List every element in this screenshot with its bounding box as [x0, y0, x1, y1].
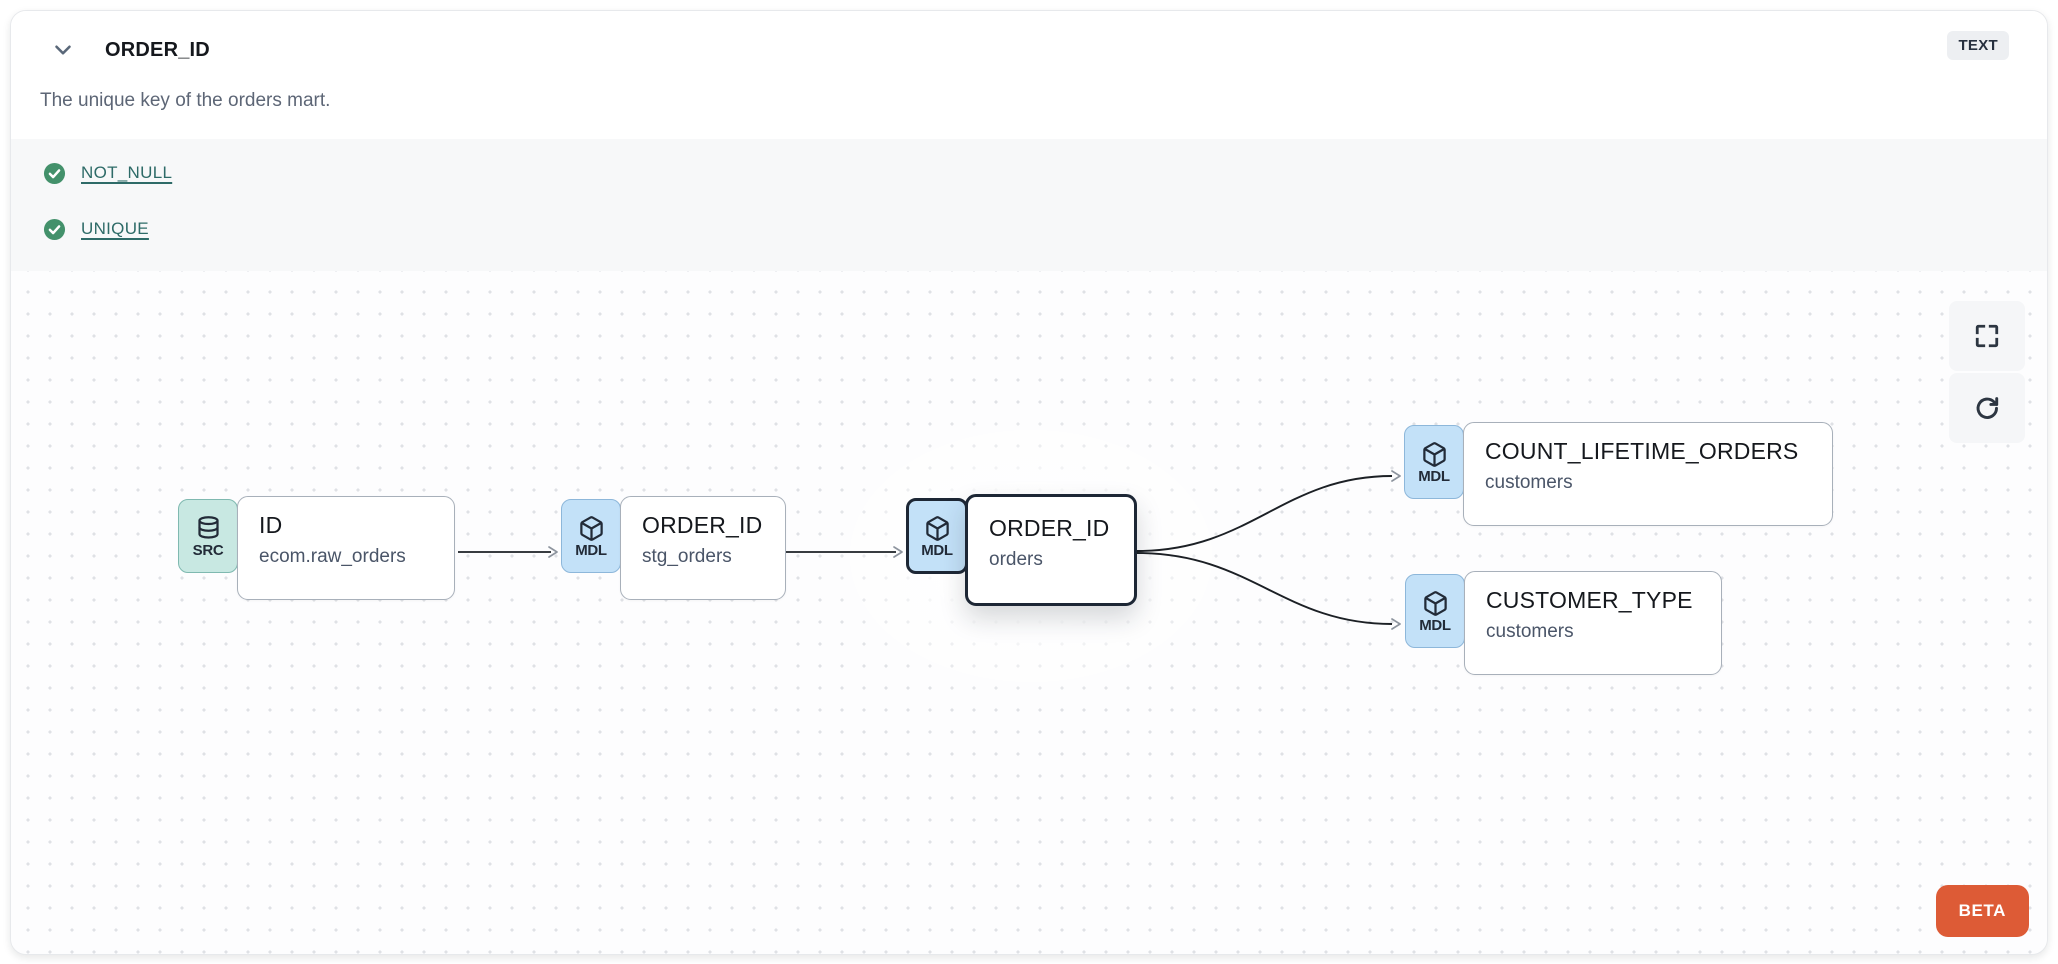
lineage-node-order-id-orders-selected[interactable]: MDL ORDER_ID orders: [906, 494, 1137, 606]
lineage-node-customer-type-customers[interactable]: MDL CUSTOMER_TYPE customers: [1405, 571, 1722, 675]
lineage-canvas[interactable]: SRC ID ecom.raw_orders MDL ORDER_ID stg_…: [11, 271, 2047, 954]
test-link-unique[interactable]: UNIQUE: [81, 219, 149, 238]
column-description: The unique key of the orders mart.: [40, 90, 331, 111]
test-link-not-null[interactable]: NOT_NULL: [81, 163, 173, 182]
lineage-node-order-id-stg-orders[interactable]: MDL ORDER_ID stg_orders: [561, 496, 786, 600]
tests-section: NOT_NULL UNIQUE: [11, 139, 2047, 271]
model-badge: MDL: [1404, 425, 1464, 499]
lineage-node-count-lifetime-orders-customers[interactable]: MDL COUNT_LIFETIME_ORDERS customers: [1404, 422, 1833, 526]
node-subtitle: orders: [989, 549, 1043, 570]
page-title: ORDER_ID: [105, 38, 210, 61]
column-type-badge: TEXT: [1947, 31, 2009, 60]
check-circle-icon: [43, 218, 66, 240]
model-badge: MDL: [561, 499, 621, 573]
column-details-card: ORDER_ID TEXT The unique key of the orde…: [10, 10, 2048, 955]
test-row: UNIQUE: [43, 201, 2017, 257]
beta-badge: BETA: [1935, 885, 2029, 937]
node-title: ORDER_ID: [642, 512, 763, 538]
node-title: COUNT_LIFETIME_ORDERS: [1485, 438, 1799, 464]
model-badge: MDL: [906, 498, 968, 574]
lineage-edges: [458, 470, 1401, 630]
badge-label: MDL: [575, 541, 607, 559]
cube-icon: [1423, 590, 1447, 616]
cube-icon: [925, 515, 949, 541]
node-card: ID ecom.raw_orders: [237, 496, 455, 600]
node-subtitle: customers: [1486, 621, 1574, 642]
database-icon: [197, 515, 219, 539]
badge-label: MDL: [1419, 616, 1451, 634]
badge-label: SRC: [192, 541, 224, 559]
card-header: ORDER_ID TEXT The unique key of the orde…: [11, 11, 2047, 139]
cube-icon: [579, 515, 603, 541]
node-card: COUNT_LIFETIME_ORDERS customers: [1463, 422, 1833, 526]
badge-label: MDL: [1418, 467, 1450, 485]
check-circle-icon: [43, 162, 66, 184]
lineage-node-id-ecom-raw-orders[interactable]: SRC ID ecom.raw_orders: [178, 496, 455, 600]
node-card: ORDER_ID stg_orders: [620, 496, 786, 600]
model-badge: MDL: [1405, 574, 1465, 648]
node-card: CUSTOMER_TYPE customers: [1464, 571, 1722, 675]
node-subtitle: customers: [1485, 472, 1573, 493]
refresh-icon: [1976, 396, 1998, 419]
collapse-chevron-button[interactable]: [48, 35, 78, 65]
node-title: ORDER_ID: [989, 515, 1110, 541]
node-card: ORDER_ID orders: [965, 494, 1137, 606]
node-title: ID: [259, 512, 283, 538]
cube-icon: [1422, 441, 1446, 467]
test-row: NOT_NULL: [43, 145, 2017, 201]
node-subtitle: stg_orders: [642, 546, 732, 567]
title-row: ORDER_ID: [40, 35, 2017, 65]
node-subtitle: ecom.raw_orders: [259, 546, 406, 567]
canvas-controls: [1949, 301, 2025, 443]
badge-label: MDL: [921, 541, 953, 559]
fullscreen-icon: [1975, 324, 1999, 348]
refresh-button[interactable]: [1949, 373, 2025, 443]
chevron-down-icon: [55, 45, 71, 55]
source-badge: SRC: [178, 499, 238, 573]
node-title: CUSTOMER_TYPE: [1486, 587, 1693, 613]
fullscreen-button[interactable]: [1949, 301, 2025, 371]
